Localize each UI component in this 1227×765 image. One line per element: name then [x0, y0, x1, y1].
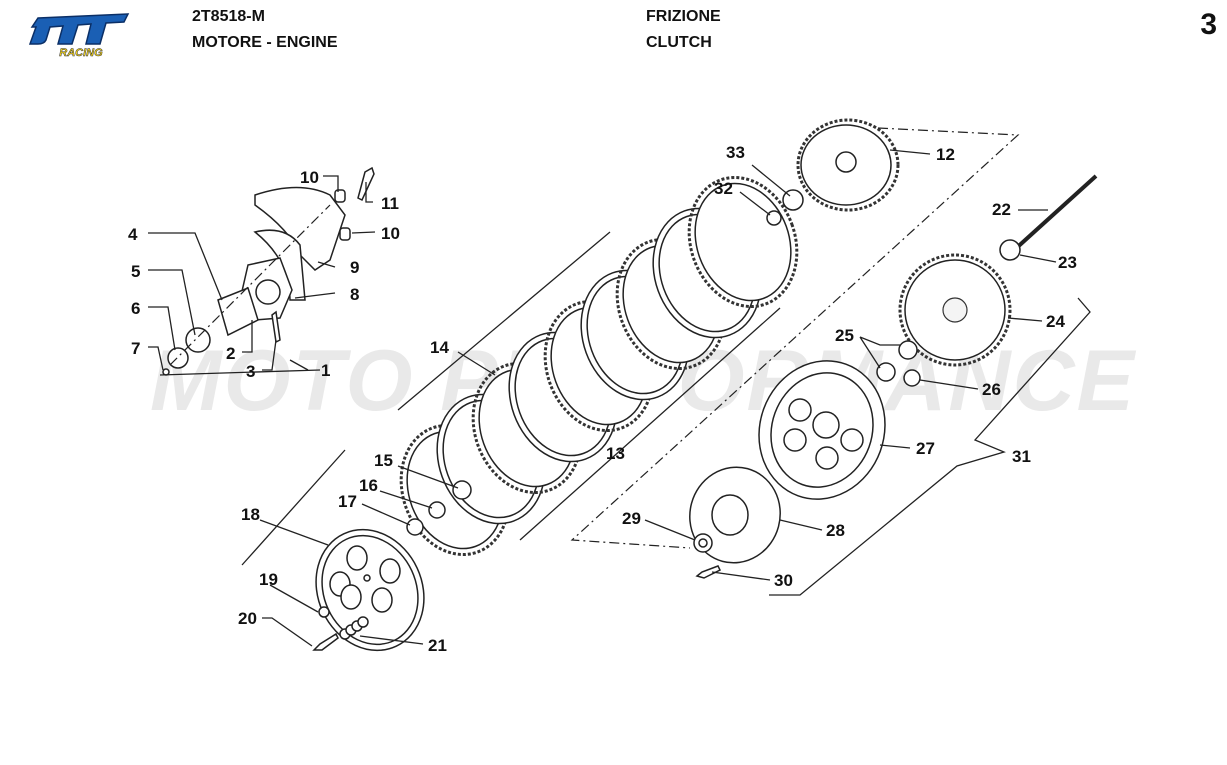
- page-number: 3: [1200, 8, 1217, 41]
- primary-gear-assembly: [766, 118, 900, 226]
- part-code: 2T8518-M: [192, 8, 265, 25]
- callout-31[interactable]: 31: [1012, 447, 1031, 466]
- callout-24[interactable]: 24: [1046, 312, 1065, 331]
- basket-plate-assembly: [689, 466, 781, 579]
- callout-3[interactable]: 3: [246, 362, 255, 381]
- part-10-nut-a[interactable]: [334, 189, 346, 203]
- plate-center: [363, 574, 371, 582]
- basket-hole: [783, 428, 807, 452]
- part-25-bushing-b[interactable]: [876, 362, 896, 382]
- callout-10-lower[interactable]: 10: [381, 224, 400, 243]
- pressure-plate-rim: [321, 534, 419, 646]
- leader-lines: [148, 149, 1057, 647]
- plate-hole: [340, 584, 362, 610]
- part-19-washer[interactable]: [318, 606, 330, 618]
- plate-stack-frame-top: [397, 231, 611, 411]
- plate-hole: [371, 587, 393, 613]
- callout-8[interactable]: 8: [350, 285, 359, 304]
- part-21-springs[interactable]: [339, 616, 369, 640]
- callout-6[interactable]: 6: [131, 299, 140, 318]
- callout-7[interactable]: 7: [131, 339, 140, 358]
- part-23-seal[interactable]: [999, 239, 1021, 261]
- callout-27[interactable]: 27: [916, 439, 935, 458]
- part-25-bushing-a[interactable]: [898, 340, 918, 360]
- callout-labels: 1 2 3 4 5 6 7 8 9 10 10 11 12 13 14 15 1…: [128, 143, 1077, 655]
- callout-28[interactable]: 28: [826, 521, 845, 540]
- housing-bore: [255, 279, 281, 305]
- title-italian: FRIZIONE: [646, 8, 721, 25]
- part-32-nut[interactable]: [766, 210, 782, 226]
- callout-13[interactable]: 13: [606, 444, 625, 463]
- part-10-nut-b[interactable]: [339, 227, 351, 241]
- part-8-plate[interactable]: [253, 229, 306, 301]
- callout-5[interactable]: 5: [131, 262, 140, 281]
- gear-teeth: [796, 118, 900, 212]
- part-9-lever[interactable]: [254, 186, 346, 271]
- part-3-bleeder[interactable]: [271, 310, 281, 344]
- part-16-bearing[interactable]: [428, 501, 446, 519]
- basket-hole: [840, 428, 864, 452]
- group-31-bracket: [769, 297, 1091, 596]
- callout-32[interactable]: 32: [714, 179, 733, 198]
- callout-29[interactable]: 29: [622, 509, 641, 528]
- actuator-assembly: [162, 166, 375, 376]
- callout-15[interactable]: 15: [374, 451, 393, 470]
- callout-21[interactable]: 21: [428, 636, 447, 655]
- callout-10-upper[interactable]: 10: [300, 168, 319, 187]
- gear-hub: [942, 297, 968, 323]
- basket-hole: [812, 411, 840, 439]
- part-17-washer[interactable]: [406, 518, 424, 536]
- plate-center-hole: [711, 494, 749, 536]
- callout-1[interactable]: 1: [321, 361, 330, 380]
- gear-teeth: [898, 253, 1012, 367]
- part-4-gasket[interactable]: [217, 287, 259, 337]
- part-6-cap[interactable]: [167, 347, 189, 369]
- callout-14[interactable]: 14: [430, 338, 449, 357]
- plate-hole: [379, 558, 401, 584]
- callout-4[interactable]: 4: [128, 225, 138, 244]
- gear-hub: [835, 151, 857, 173]
- callout-19[interactable]: 19: [259, 570, 278, 589]
- logo-racing-text: RACING: [59, 47, 103, 58]
- pressure-plate-assembly: [312, 480, 472, 652]
- callout-22[interactable]: 22: [992, 200, 1011, 219]
- basket-hole: [788, 398, 812, 422]
- part-30-rivet[interactable]: [695, 565, 722, 579]
- tm-racing-logo: RACING: [28, 10, 134, 59]
- callout-33[interactable]: 33: [726, 143, 745, 162]
- callout-26[interactable]: 26: [982, 380, 1001, 399]
- part-22-pushrod[interactable]: [1010, 174, 1098, 254]
- callout-2[interactable]: 2: [226, 344, 235, 363]
- group-1-bracket: [159, 369, 321, 376]
- callout-23[interactable]: 23: [1058, 253, 1077, 272]
- section-title: MOTORE - ENGINE: [192, 34, 338, 51]
- plate-hole: [346, 545, 368, 571]
- callout-18[interactable]: 18: [241, 505, 260, 524]
- logo-graphic: RACING: [28, 13, 130, 59]
- callout-16[interactable]: 16: [359, 476, 378, 495]
- starter-gear-assembly: [876, 253, 1012, 387]
- callout-30[interactable]: 30: [774, 571, 793, 590]
- title-english: CLUTCH: [646, 34, 712, 51]
- part-5-piston[interactable]: [185, 327, 211, 353]
- axis-line: [169, 204, 331, 366]
- clutch-basket: [758, 360, 886, 500]
- washer-hole: [698, 538, 708, 548]
- callout-12[interactable]: 12: [936, 145, 955, 164]
- part-26-nut[interactable]: [903, 369, 921, 387]
- group-19-bracket-a: [241, 449, 346, 566]
- callout-11[interactable]: 11: [381, 194, 399, 213]
- callout-17[interactable]: 17: [338, 492, 357, 511]
- basket-hole: [815, 446, 839, 470]
- plate-stack-frame-bottom: [519, 307, 781, 541]
- callout-9[interactable]: 9: [350, 258, 359, 277]
- callout-20[interactable]: 20: [238, 609, 257, 628]
- part-15-pushrod-washer[interactable]: [452, 480, 472, 500]
- part-20-screw[interactable]: [312, 632, 339, 651]
- friction-plate[interactable]: [672, 162, 815, 322]
- group-frame-right: [570, 127, 1020, 549]
- callout-25[interactable]: 25: [835, 326, 854, 345]
